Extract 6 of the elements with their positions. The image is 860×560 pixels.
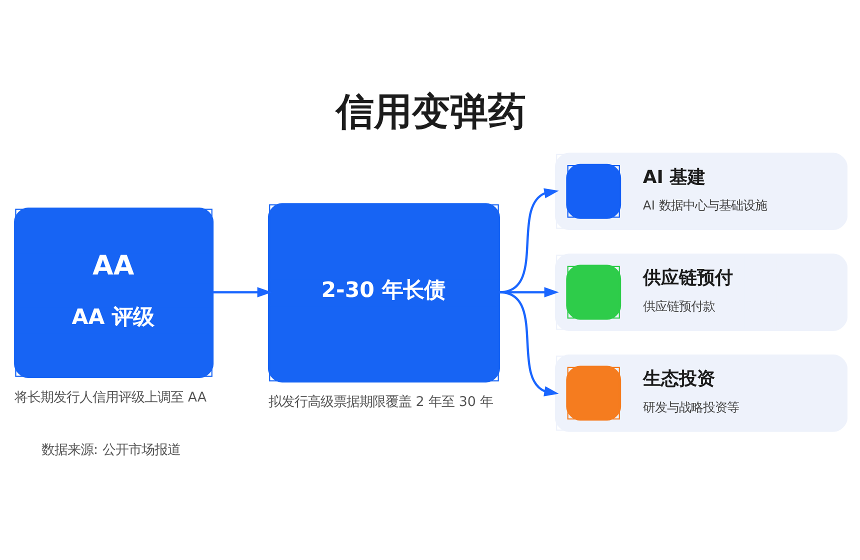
diagram-title: 信用变弹药 (335, 88, 526, 133)
arrow (498, 290, 558, 396)
caption: 数据来源: 公开市场报道 (41, 442, 180, 458)
node-label: 拟发行高级票据期限覆盖 2 年至 30 年 (268, 394, 493, 410)
arrow (212, 286, 272, 297)
node-label: 将长期发行人信用评级上调至 AA (14, 390, 206, 406)
